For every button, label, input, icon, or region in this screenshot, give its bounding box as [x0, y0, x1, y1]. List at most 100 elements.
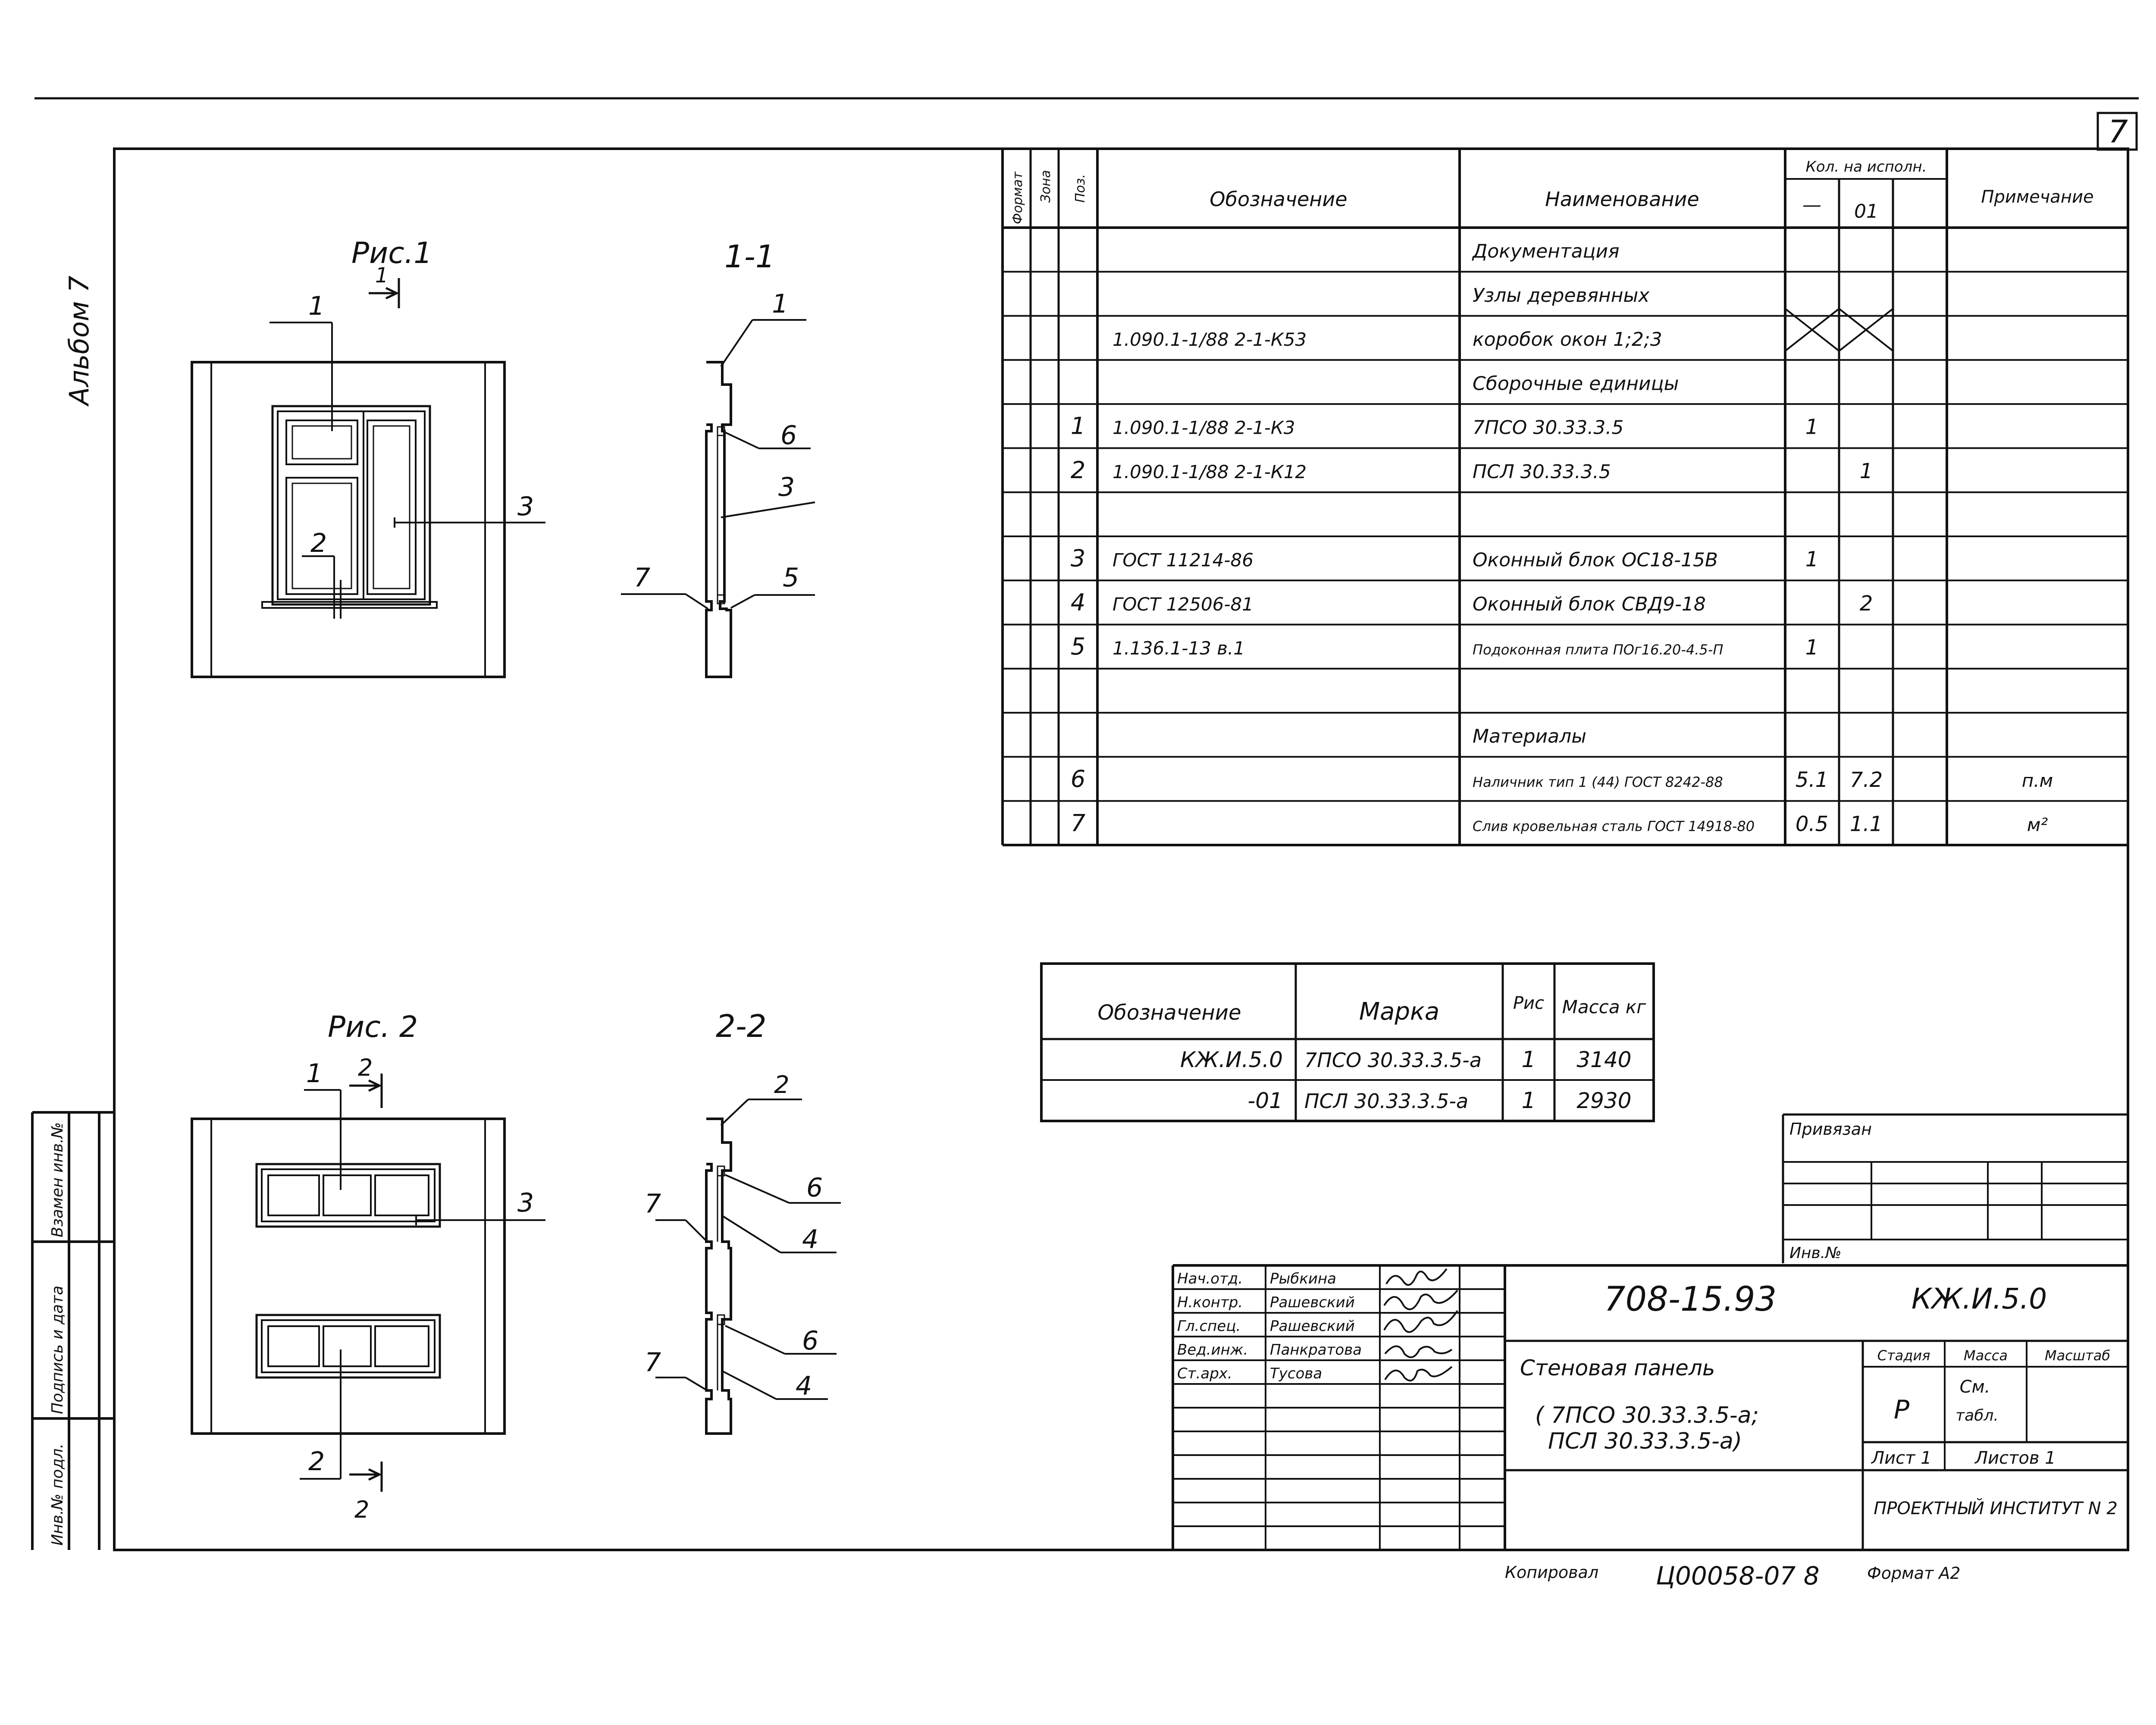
signer-name: Панкратова — [1270, 1341, 1362, 1359]
spec-row-name: Наличник тип 1 (44) ГОСТ 8242-88 — [1473, 774, 1723, 790]
spec-row-name: коробок окон 1;2;3 — [1473, 329, 1662, 351]
spec-header-designation: Обозначение — [1210, 188, 1347, 211]
signer-role: Ст.арх. — [1177, 1365, 1232, 1382]
signer-row: Н.контр.Рашевский — [1177, 1294, 1355, 1311]
stamp-replaces-inv: Взамен инв.№ — [49, 1122, 66, 1237]
section-1-1-callout-1: 1 — [772, 289, 788, 319]
title-block: Нач.отд.РыбкинаН.контр.РашевскийГл.спец.… — [1172, 1264, 2128, 1550]
spec-row-name: Оконный блок СВД9-18 — [1473, 593, 1706, 615]
spec-header-qty-b: 01 — [1854, 200, 1878, 222]
section-2-2-callout-2: 2 — [774, 1071, 790, 1099]
marks-row-mass: 2930 — [1576, 1088, 1631, 1113]
sheet-number: 7 — [2108, 113, 2128, 150]
signer-role: Н.контр. — [1177, 1294, 1243, 1311]
spec-header-note: Примечание — [1981, 187, 2093, 207]
signer-role: Гл.спец. — [1177, 1318, 1241, 1335]
specification-table: Формат Зона Поз. Обозначение Наименовани… — [1001, 149, 2128, 846]
signer-row: Нач.отд. Рыбкина — [1177, 1270, 1336, 1287]
spec-row-pos: 1 — [1071, 413, 1085, 440]
spec-row-qty-a: 1 — [1805, 548, 1819, 572]
spec-row: Сборочные единицы — [1473, 373, 1679, 394]
section-2-2-callout-6-top: 6 — [806, 1173, 823, 1203]
stamp-inv-original: Инв.№ подл. — [49, 1443, 66, 1546]
stage-label: Стадия — [1877, 1347, 1930, 1364]
figure-2: Рис. 2 2 2 — [191, 1010, 545, 1523]
section-2-2: 2-2 2 6 7 4 6 7 4 — [645, 1008, 841, 1435]
section-2-2-callout-7-top: 7 — [645, 1189, 661, 1219]
title-line-1: Стеновая панель — [1520, 1356, 1715, 1381]
spec-row-qty-a: 0.5 — [1796, 812, 1828, 836]
spec-row-name: 7ПСО 30.33.3.5 — [1473, 417, 1623, 439]
spec-row-pos: 3 — [1071, 545, 1085, 572]
signer-row: Вед.инж. Панкратова — [1177, 1341, 1362, 1359]
spec-row-qty-b: 7.2 — [1850, 768, 1883, 792]
spec-row-qty-a: 1 — [1805, 636, 1819, 660]
spec-row-name: Слив кровельная сталь ГОСТ 14918-80 — [1473, 818, 1755, 834]
spec-row-qty-a: 1 — [1805, 415, 1819, 439]
drawing-frame — [113, 147, 2129, 1551]
stage-value: Р — [1894, 1395, 1910, 1425]
signer-name: Рашевский — [1270, 1318, 1355, 1335]
doc-code: КЖ.И.5.0 — [1912, 1282, 2047, 1315]
spec-row-pos: 4 — [1071, 589, 1085, 616]
sheets-label: Листов 1 — [1974, 1448, 2056, 1468]
spec-row-pos: 7 — [1071, 809, 1085, 836]
spec-row-name: Документация — [1472, 241, 1620, 263]
spec-row-name: ПСЛ 30.33.3.5 — [1473, 461, 1611, 483]
sheet-label: Лист 1 — [1871, 1448, 1932, 1468]
signer-role: Нач.отд. — [1177, 1270, 1243, 1287]
section-2-2-callout-7-bottom: 7 — [645, 1347, 661, 1377]
signer-name: Тусова — [1270, 1365, 1322, 1382]
marks-row-mass: 3140 — [1576, 1047, 1631, 1072]
spec-header-qty: Кол. на исполн. — [1806, 158, 1927, 175]
spec-row-pos: 5 — [1071, 633, 1085, 660]
spec-row: Документация — [1472, 241, 1620, 263]
spec-row-designation: ГОСТ 12506-81 — [1112, 594, 1253, 615]
figure-1-callout-3: 3 — [517, 492, 534, 522]
album-label: Альбом 7 — [63, 275, 95, 407]
figure-1-callout-2: 2 — [310, 528, 327, 558]
spec-row-name: Сборочные единицы — [1473, 373, 1679, 394]
spec-header-pos: Поз. — [1073, 174, 1088, 203]
signer-role: Вед.инж. — [1177, 1341, 1248, 1359]
figure-1-callout-1: 1 — [308, 291, 325, 321]
signer-row: Ст.арх. Тусова — [1177, 1365, 1322, 1382]
footer-order: Ц00058-07 8 — [1656, 1561, 1820, 1590]
section-1-1-callout-5: 5 — [783, 563, 799, 593]
spec-row-name: Материалы — [1473, 726, 1586, 748]
spec-row-name: Подоконная плита ПОг16.20-4.5-П — [1473, 642, 1723, 658]
figure-2-title: Рис. 2 — [328, 1010, 418, 1044]
figure-2-section-mark-bottom: 2 — [354, 1496, 369, 1523]
section-1-1-callout-6: 6 — [780, 420, 797, 451]
mass-value-line-1: См. — [1960, 1377, 1990, 1397]
title-line-3: ПСЛ 30.33.3.5-а) — [1548, 1428, 1742, 1454]
spec-row-name: Оконный блок ОС18-15В — [1473, 549, 1718, 571]
scale-label: Масштаб — [2045, 1347, 2110, 1364]
spec-row-pos: 2 — [1071, 457, 1085, 484]
privyazan-label: Привязан — [1789, 1120, 1872, 1139]
spec-row-note: п.м — [2022, 770, 2053, 791]
spec-row-name: Узлы деревянных — [1473, 285, 1650, 307]
doc-number: 708-15.93 — [1604, 1280, 1777, 1319]
spec-row-qty-b: 1 — [1860, 459, 1873, 483]
marks-header-mark: Марка — [1359, 998, 1439, 1026]
spec-header-format: Формат — [1010, 171, 1025, 224]
section-2-2-callout-4-bottom: 4 — [796, 1371, 812, 1401]
signer-name: Рыбкина — [1270, 1270, 1336, 1287]
spec-row-qty-a: 5.1 — [1796, 768, 1828, 792]
figure-1: Рис.1 1 — [191, 236, 545, 678]
spec-row: Материалы — [1473, 726, 1586, 748]
figure-1-title: Рис.1 — [351, 236, 432, 270]
marks-header-mass: Масса кг — [1562, 996, 1647, 1017]
spec-row-designation: ГОСТ 11214-86 — [1112, 550, 1253, 571]
